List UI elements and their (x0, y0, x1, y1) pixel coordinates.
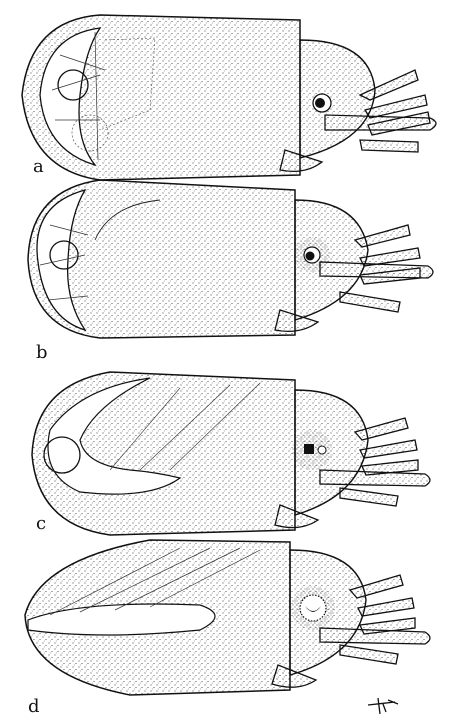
panel-label-b: b (36, 344, 48, 362)
panel-label-d: d (28, 698, 40, 716)
panel-label-c: c (36, 515, 46, 533)
panel-a-illustration (22, 15, 436, 180)
panel-label-a: a (33, 158, 44, 176)
panel-b-illustration (28, 180, 433, 338)
panel-c-illustration (32, 372, 430, 535)
panel-d-illustration (25, 540, 430, 695)
artist-signature-mark (368, 698, 398, 714)
